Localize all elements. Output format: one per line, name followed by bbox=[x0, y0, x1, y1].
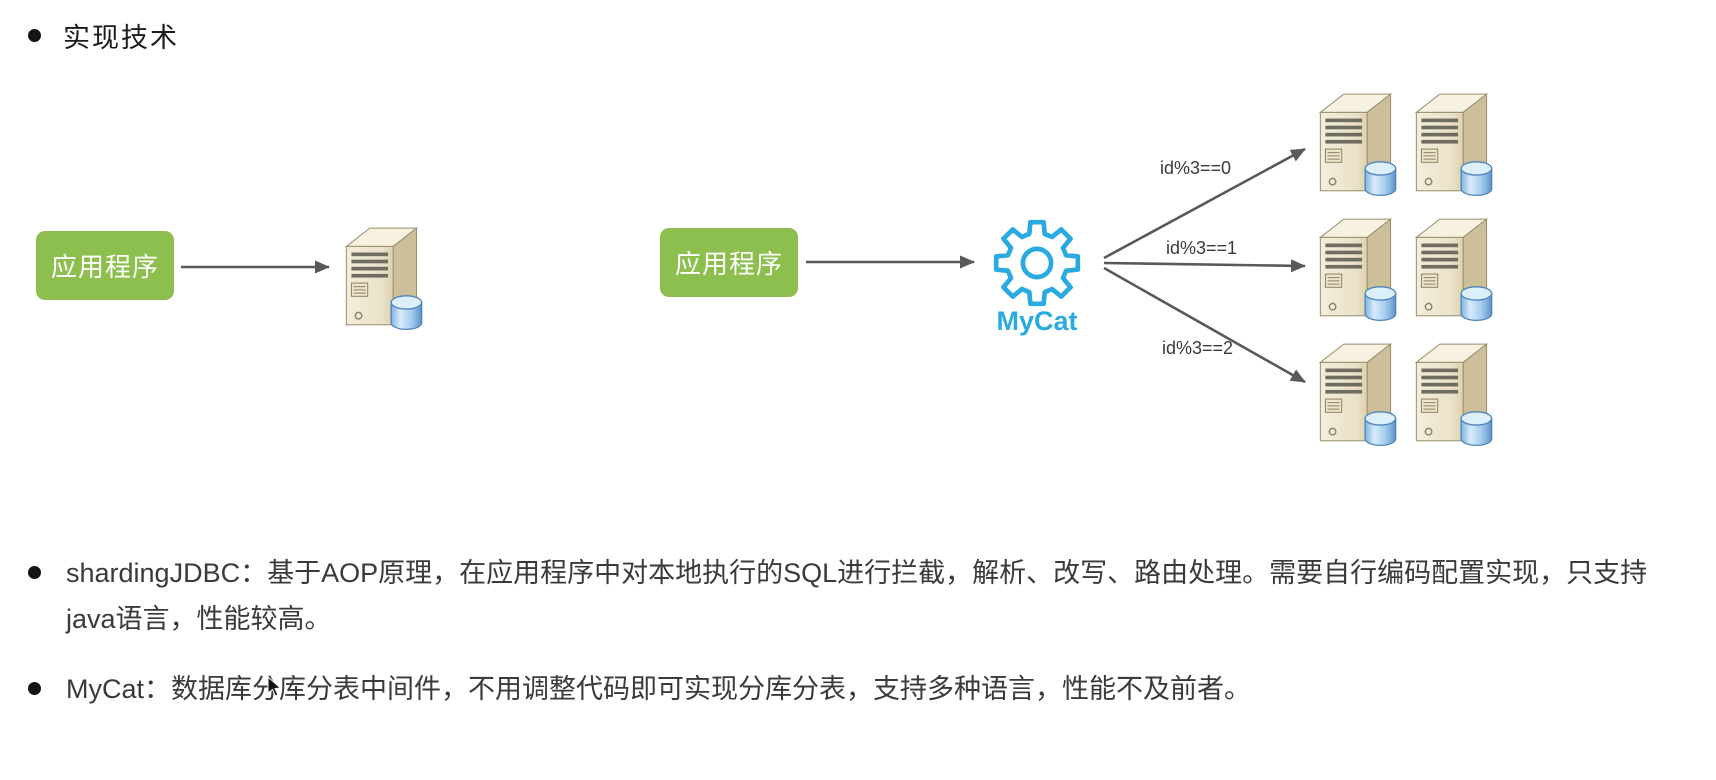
note-item-mycat: MyCat：数据库分库分表中间件，不用调整代码即可实现分库分表，支持多种语言，性… bbox=[28, 666, 1664, 712]
branch-arrow-1 bbox=[1103, 259, 1306, 273]
branch-label-2: id%3==2 bbox=[1162, 338, 1234, 358]
note-text: MyCat：数据库分库分表中间件，不用调整代码即可实现分库分表，支持多种语言，性… bbox=[66, 674, 1252, 704]
mouse-cursor-icon bbox=[267, 676, 282, 697]
branch-label-0: id%3==0 bbox=[1160, 158, 1232, 178]
right-app-label: 应用程序 bbox=[674, 249, 783, 279]
bullet-dot-icon bbox=[28, 682, 41, 695]
bullet-dot-icon bbox=[28, 566, 41, 579]
page-title: 实现技术 bbox=[63, 23, 179, 53]
server-database-icon bbox=[1312, 88, 1404, 202]
branch-label-1: id%3==1 bbox=[1166, 238, 1238, 258]
server-database-icon bbox=[1408, 213, 1500, 327]
server-database-icon bbox=[1312, 338, 1404, 452]
left-app-label: 应用程序 bbox=[50, 252, 159, 282]
server-database-icon bbox=[1408, 338, 1500, 452]
server-database-icon bbox=[338, 222, 430, 336]
gear-icon bbox=[993, 219, 1081, 307]
branch-arrow-2 bbox=[1103, 266, 1306, 384]
server-database-icon bbox=[1408, 88, 1500, 202]
note-item-shardingjdbc: shardingJDBC：基于AOP原理，在应用程序中对本地执行的SQL进行拦截… bbox=[28, 550, 1664, 642]
notes-list: shardingJDBC：基于AOP原理，在应用程序中对本地执行的SQL进行拦截… bbox=[28, 550, 1664, 736]
left-app-box: 应用程序 bbox=[36, 231, 174, 300]
section-heading: 实现技术 bbox=[28, 16, 179, 55]
server-database-icon bbox=[1312, 213, 1404, 327]
right-app-box: 应用程序 bbox=[660, 228, 798, 297]
mycat-label: MyCat bbox=[996, 306, 1078, 336]
note-text: shardingJDBC：基于AOP原理，在应用程序中对本地执行的SQL进行拦截… bbox=[66, 558, 1648, 634]
bullet-dot-icon bbox=[28, 29, 41, 42]
